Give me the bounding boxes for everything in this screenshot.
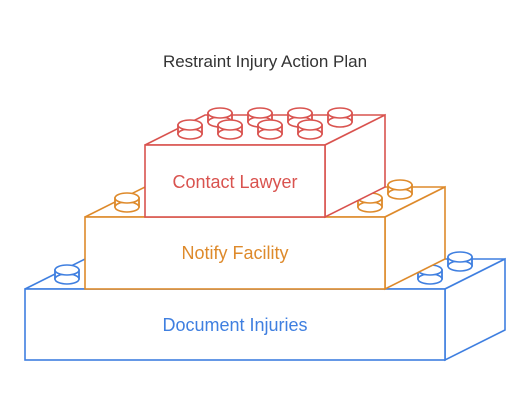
label-notify-facility: Notify Facility	[181, 243, 288, 263]
stud	[387, 179, 413, 200]
stud	[54, 264, 80, 285]
stud	[177, 119, 203, 140]
studs-red	[177, 107, 353, 140]
stud	[114, 192, 140, 213]
brick-front-face	[84, 216, 386, 290]
diagram-title: Restraint Injury Action Plan	[163, 52, 367, 71]
studs-blue	[54, 251, 473, 285]
stud	[447, 251, 473, 272]
label-document-injuries: Document Injuries	[162, 315, 307, 335]
stud	[327, 107, 353, 128]
brick-front-face	[24, 288, 446, 361]
stud	[297, 119, 323, 140]
studs-orange	[114, 179, 413, 213]
brick-front-face	[144, 144, 326, 218]
stud	[257, 119, 283, 140]
label-contact-lawyer: Contact Lawyer	[172, 172, 297, 192]
brick-contact-lawyer	[144, 113, 386, 219]
stud	[217, 119, 243, 140]
